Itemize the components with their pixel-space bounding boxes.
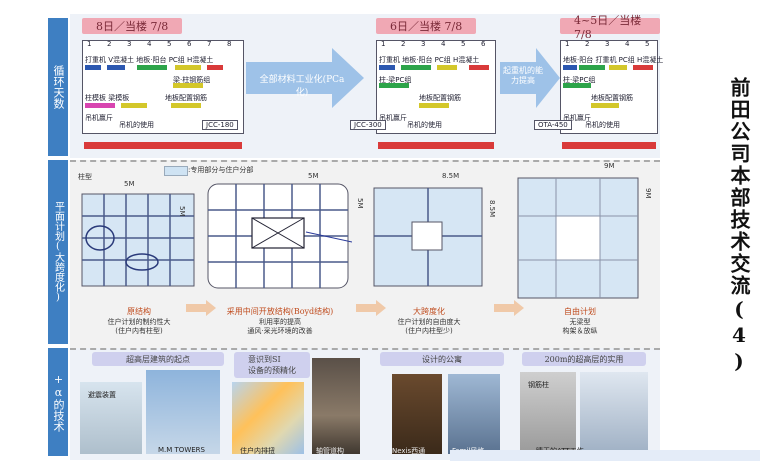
plan4-sub: 无梁型 构架＆放纵 bbox=[562, 318, 598, 335]
floor-plan-2 bbox=[207, 183, 352, 289]
floor-plan-1 bbox=[81, 193, 195, 287]
plan-arrow-3 bbox=[494, 300, 524, 316]
cycle-row2: 梁·柱钢筋组 bbox=[173, 76, 211, 84]
plan3-sub: 住户计划的自由度大 (住户内柱型少) bbox=[397, 318, 461, 335]
cycle-crane-use: 吊机的使用 bbox=[119, 121, 154, 129]
legend-swatch bbox=[164, 166, 188, 176]
cycle-crane-use: 吊机的使用 bbox=[585, 121, 620, 129]
floor-plan-4 bbox=[517, 177, 639, 299]
cycle-table-1: 1 2 3 4 5 6 7 8 打重机 V混凝土 地板·阳台 PC组 H混凝土 … bbox=[82, 40, 244, 134]
photo-mm-towers bbox=[146, 370, 220, 454]
plan4-dim-b: 9M bbox=[644, 188, 652, 199]
tech-header-4: 200m的超高层的实用 bbox=[522, 352, 646, 366]
cycle-header-1: 8日／当楼 7/8 bbox=[82, 18, 182, 34]
photo-column bbox=[520, 372, 576, 454]
photo-famil bbox=[448, 374, 500, 454]
cycle-row1: 打重机 地板·阳台 PC组 H混凝土 bbox=[379, 56, 480, 64]
plan1-dim-a: 5M bbox=[124, 180, 135, 188]
arrow-pca-label: 全部材料工业化(PCa化) bbox=[259, 75, 345, 98]
cycle-table-3: 1 2 3 4 5 地板·阳台 打重机 PC组 H混凝土 柱·梁PC组 地板配置… bbox=[560, 40, 663, 134]
legend-text: :专用部分与住户分部 bbox=[188, 166, 254, 174]
photo-seismic bbox=[80, 382, 142, 454]
plan1-caption: 原结构 bbox=[127, 307, 151, 316]
plan2-dim-b: 5M bbox=[356, 198, 364, 209]
cycle-row3b: 地板配置钢筋 bbox=[419, 94, 461, 102]
plan4-caption: 自由计划 bbox=[564, 307, 596, 316]
right-vertical-title: 前田公司本部技术交流(4) bbox=[727, 77, 751, 375]
photo-skyline bbox=[580, 372, 648, 454]
cycle-row1: 打重机 V混凝土 地板·阳台 PC组 H混凝土 bbox=[85, 56, 214, 64]
photo-nexis bbox=[392, 374, 442, 454]
plan3-dim-a: 8.5M bbox=[442, 172, 460, 180]
cycle-header-2: 6日／当楼 7/8 bbox=[376, 18, 476, 34]
plan-arrow-2 bbox=[356, 300, 386, 316]
cycle-lift: 吊机赢斤 bbox=[379, 114, 407, 122]
photo-nexis-label: Nexis西通 bbox=[392, 447, 426, 455]
photo-mm-towers-label: M.M TOWERS bbox=[158, 446, 205, 454]
plan3-dim-b: 8.5M bbox=[488, 200, 496, 218]
cycle-row3b: 地板配置钢筋 bbox=[165, 94, 207, 102]
cycle-lift: 吊机赢斤 bbox=[563, 114, 591, 122]
plan1-dim-col: 柱型 bbox=[78, 173, 92, 181]
crane-label-2: JCC-300 bbox=[350, 120, 386, 130]
cycle-crane-use: 吊机的使用 bbox=[407, 121, 442, 129]
photo-pipes bbox=[232, 382, 304, 454]
side-label-plan: 平面计划(大跨度化) bbox=[48, 160, 68, 344]
side-label-tech: +α的技术 bbox=[48, 348, 68, 456]
plan1-sub: 住户计划的制约性大 (住户内有柱型) bbox=[107, 318, 171, 335]
crane-label-3: OTA-450 bbox=[534, 120, 572, 130]
photo-duct bbox=[312, 358, 360, 454]
bottom-band bbox=[450, 450, 760, 461]
photo-duct-label: 轴管道构 bbox=[316, 447, 344, 455]
tech-header-3: 设计的公寓 bbox=[380, 352, 504, 366]
photo-seismic-label: 避震装置 bbox=[88, 391, 116, 399]
cycle-row3b: 地板配置钢筋 bbox=[591, 94, 633, 102]
cycle-row1: 地板·阳台 打重机 PC组 H混凝土 bbox=[563, 56, 664, 64]
arrow-pca bbox=[246, 48, 364, 108]
plan2-caption: 采用中间开放结构(Boyd结构) bbox=[226, 307, 334, 316]
cycle-row3a: 柱模板 梁模板 bbox=[85, 94, 130, 102]
cycle-row2: 柱·梁PC组 bbox=[379, 76, 412, 84]
arrow-crane-label: 起重机的能力提高 bbox=[503, 66, 543, 85]
tech-header-1: 超高层建筑的起点 bbox=[92, 352, 224, 366]
side-label-cycle: 循环天数 bbox=[48, 18, 68, 156]
plan1-dim-b: 5M bbox=[178, 206, 186, 217]
plan2-dim-a: 5M bbox=[308, 172, 319, 180]
floor-plan-3 bbox=[373, 187, 483, 287]
plan-arrow-1 bbox=[186, 300, 216, 316]
cycle-row2: 柱·梁PC组 bbox=[563, 76, 596, 84]
photo-column-label: 钢筋柱 bbox=[528, 381, 549, 389]
plan2-sub: 利用率的提高 通风·采光环境的改善 bbox=[247, 318, 313, 335]
photo-pipes-label: 住户内排扭 bbox=[240, 447, 275, 455]
crane-label-1: JCC-180 bbox=[202, 120, 238, 130]
plan3-caption: 大跨度化 bbox=[413, 307, 445, 316]
plan4-dim-a: 9M bbox=[604, 162, 615, 170]
cycle-table-2: 1 2 3 4 5 6 打重机 地板·阳台 PC组 H混凝土 柱·梁PC组 地板… bbox=[376, 40, 496, 134]
cycle-header-3: 4~5日／当楼 7/8 bbox=[560, 14, 660, 41]
cycle-lift: 吊机赢斤 bbox=[85, 114, 113, 122]
arrow-crane bbox=[500, 48, 560, 108]
tech-header-2: 意识到SI 设备的预精化 bbox=[234, 352, 310, 378]
